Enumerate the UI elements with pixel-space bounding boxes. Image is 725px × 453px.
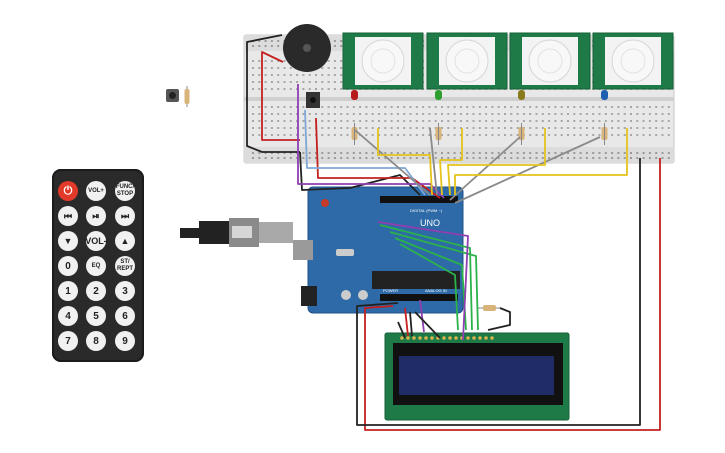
remote-button[interactable]: VOL+: [86, 181, 106, 201]
remote-button[interactable]: 5: [86, 306, 106, 326]
lcd-pin: [418, 336, 422, 340]
remote-button[interactable]: ⏭: [115, 206, 135, 226]
remote-button[interactable]: 6: [115, 306, 135, 326]
led-3: [518, 90, 525, 100]
remote-button[interactable]: EQ: [86, 256, 106, 276]
lcd-pin: [424, 336, 428, 340]
pir-sensor-2[interactable]: [426, 32, 508, 90]
pir-sensor-1[interactable]: [342, 32, 424, 90]
remote-button[interactable]: 3: [115, 281, 135, 301]
lcd-pin: [484, 336, 488, 340]
remote-button[interactable]: 2: [86, 281, 106, 301]
resistor-2: [435, 123, 442, 145]
resistor-4: [601, 123, 608, 145]
pir-sensor-4[interactable]: [592, 32, 674, 90]
lcd-pin: [430, 336, 434, 340]
led-1: [351, 90, 358, 100]
remote-button[interactable]: ⏻: [58, 181, 78, 201]
remote-button[interactable]: 1: [58, 281, 78, 301]
lcd-pin: [472, 336, 476, 340]
remote-button[interactable]: FUNC/ STOP: [115, 181, 135, 201]
remote-button[interactable]: ⏮: [58, 206, 78, 226]
resistor-3: [518, 123, 525, 145]
remote-button[interactable]: 7: [58, 331, 78, 351]
lcd-pin: [490, 336, 494, 340]
lcd-pin: [400, 336, 404, 340]
remote-button[interactable]: 9: [115, 331, 135, 351]
piezo-buzzer[interactable]: [283, 24, 331, 72]
lcd-resistor: [478, 305, 500, 311]
remote-button[interactable]: 8: [86, 331, 106, 351]
push-button[interactable]: [166, 89, 179, 102]
lcd-pin: [466, 336, 470, 340]
lcd-pin: [478, 336, 482, 340]
lcd-pin: [448, 336, 452, 340]
lcd-pin: [406, 336, 410, 340]
arduino-uno[interactable]: UNO DIGITAL (PWM ~) POWER ANALOG IN: [293, 186, 464, 314]
pir-sensor-3[interactable]: [509, 32, 591, 90]
wires: [246, 34, 661, 431]
remote-button[interactable]: 4: [58, 306, 78, 326]
lcd-pin: [412, 336, 416, 340]
remote-button[interactable]: VOL-: [85, 231, 107, 251]
lcd-pin: [442, 336, 446, 340]
standalone-resistor: [184, 86, 190, 107]
remote-button[interactable]: ▼: [58, 231, 78, 251]
led-4: [601, 90, 608, 100]
arduino-analog-label: ANALOG IN: [425, 288, 447, 293]
remote-button[interactable]: 0: [58, 256, 78, 276]
arduino-digital-label: DIGITAL (PWM ~): [410, 208, 443, 213]
lcd-display: [384, 332, 570, 421]
remote-button[interactable]: ⏯: [86, 206, 106, 226]
lcd-pin: [454, 336, 458, 340]
remote-button[interactable]: ▲: [115, 231, 135, 251]
usb-cable: [180, 218, 293, 247]
arduino-logo: UNO: [420, 218, 440, 228]
led-2: [435, 90, 442, 100]
remote-button[interactable]: ST/ REPT: [115, 256, 135, 276]
breadboard-button[interactable]: [306, 92, 320, 108]
arduino-power-label: POWER: [383, 288, 398, 293]
